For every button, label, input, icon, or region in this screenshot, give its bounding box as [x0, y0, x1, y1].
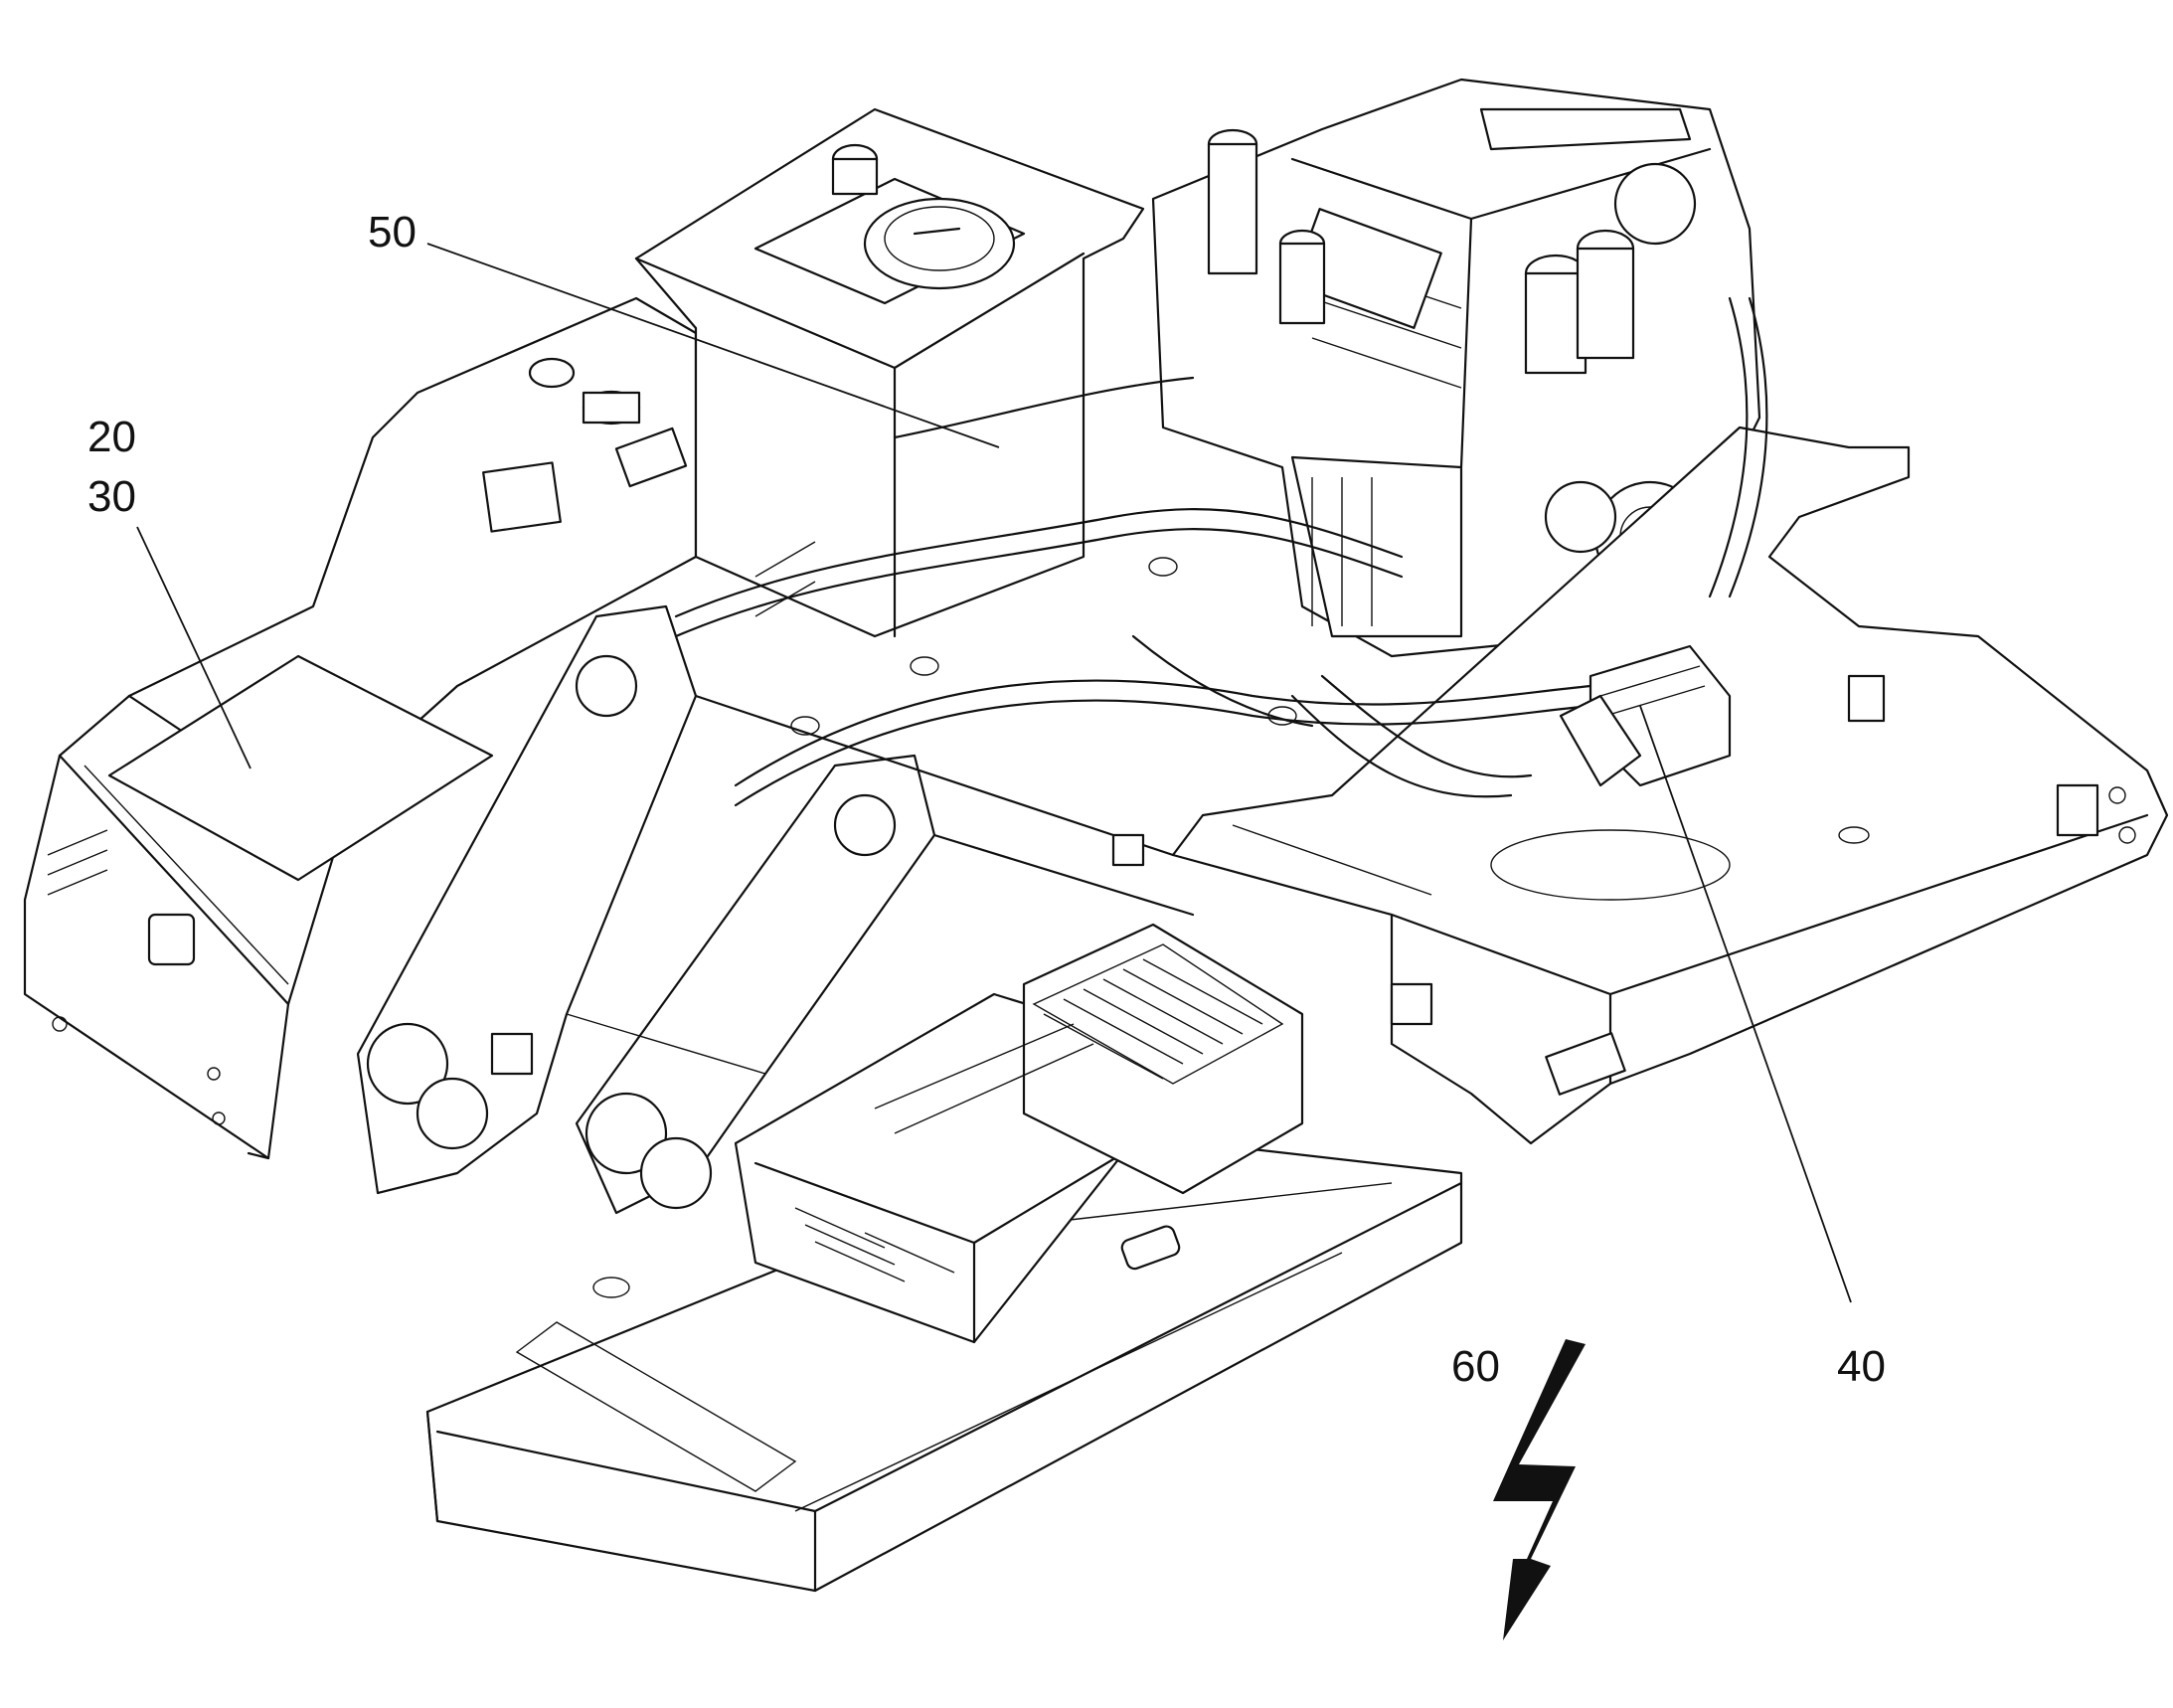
- callout-label-60: 60: [1451, 1342, 1500, 1391]
- lightning-bolt-icon: [1493, 1339, 1586, 1640]
- hose-lines: [674, 296, 1768, 807]
- leader-20-30: [136, 526, 251, 769]
- leader-40: [1639, 705, 1852, 1303]
- hydraulic-tank: [528, 107, 1145, 638]
- callout-label-20: 20: [87, 413, 136, 461]
- callout-label-40: 40: [1837, 1342, 1886, 1391]
- upper-frame: [1171, 426, 2169, 1145]
- boom-brackets: [356, 604, 1195, 1215]
- callout-label-30: 30: [87, 472, 136, 521]
- leader-50: [426, 243, 1000, 448]
- component-40-block: [1559, 644, 1732, 787]
- counterweight-housing: [23, 296, 698, 1160]
- callout-label-50: 50: [368, 208, 417, 256]
- control-unit: [734, 923, 1304, 1344]
- leader-lines: [136, 243, 1852, 1303]
